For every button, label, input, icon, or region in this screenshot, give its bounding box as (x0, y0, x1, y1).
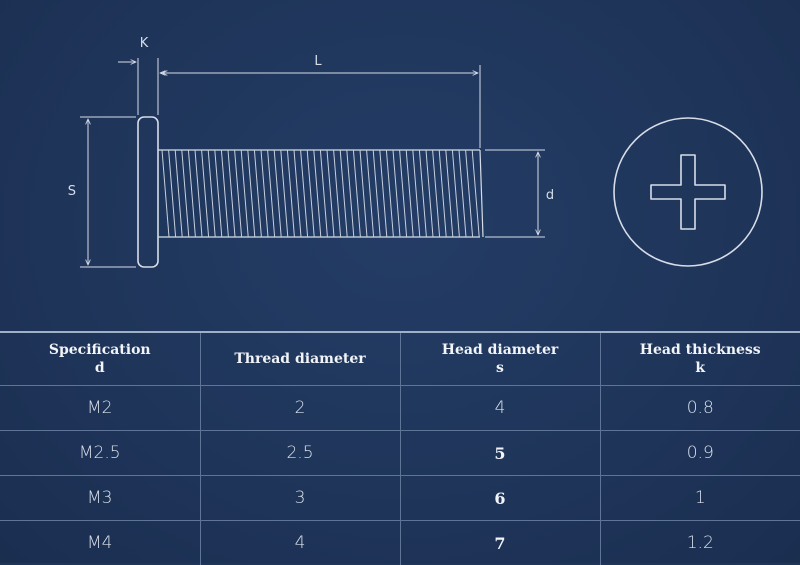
table-cell: 7 (400, 521, 600, 565)
dimension-s (80, 117, 136, 267)
table-cell: 3 (200, 476, 400, 521)
table-row: M3 3 6 1 (0, 476, 800, 521)
screw-shank (158, 150, 483, 237)
screw-head-top-view (614, 118, 762, 266)
table-row: M2 2 4 0.8 (0, 386, 800, 431)
table-cell: 1 (600, 476, 800, 521)
header-thread-diameter: Thread diameter (200, 332, 400, 386)
table-cell: M4 (0, 521, 200, 565)
header-head-thickness: Head thickness k (600, 332, 800, 386)
screw-diagram: K L S d (0, 0, 800, 330)
specification-table: Specification d Thread diameter Head dia… (0, 331, 800, 565)
table-cell: 0.9 (600, 431, 800, 476)
table-cell: 2 (200, 386, 400, 431)
dimension-label-s: S (68, 184, 76, 199)
table-cell: M2 (0, 386, 200, 431)
table-header-row: Specification d Thread diameter Head dia… (0, 332, 800, 386)
table-row: M2.5 2.5 5 0.9 (0, 431, 800, 476)
phillips-cross-icon (651, 155, 725, 229)
dimension-d (485, 150, 545, 237)
table-cell: 5 (400, 431, 600, 476)
table-cell: 2.5 (200, 431, 400, 476)
table-cell: M3 (0, 476, 200, 521)
header-head-diameter: Head diameter s (400, 332, 600, 386)
dimension-l (162, 65, 480, 148)
screw-head (138, 117, 158, 267)
table-cell: 4 (400, 386, 600, 431)
screw-threads (162, 150, 479, 237)
table-row: M4 4 7 1.2 (0, 521, 800, 565)
dimension-label-l: L (314, 54, 322, 69)
table-cell: 1.2 (600, 521, 800, 565)
table-cell: 0.8 (600, 386, 800, 431)
header-specification: Specification d (0, 332, 200, 386)
dimension-label-k: K (140, 36, 149, 51)
dimension-label-d: d (546, 188, 554, 203)
table-cell: 4 (200, 521, 400, 565)
table-cell: 6 (400, 476, 600, 521)
table-cell: M2.5 (0, 431, 200, 476)
dimension-k (118, 58, 180, 115)
